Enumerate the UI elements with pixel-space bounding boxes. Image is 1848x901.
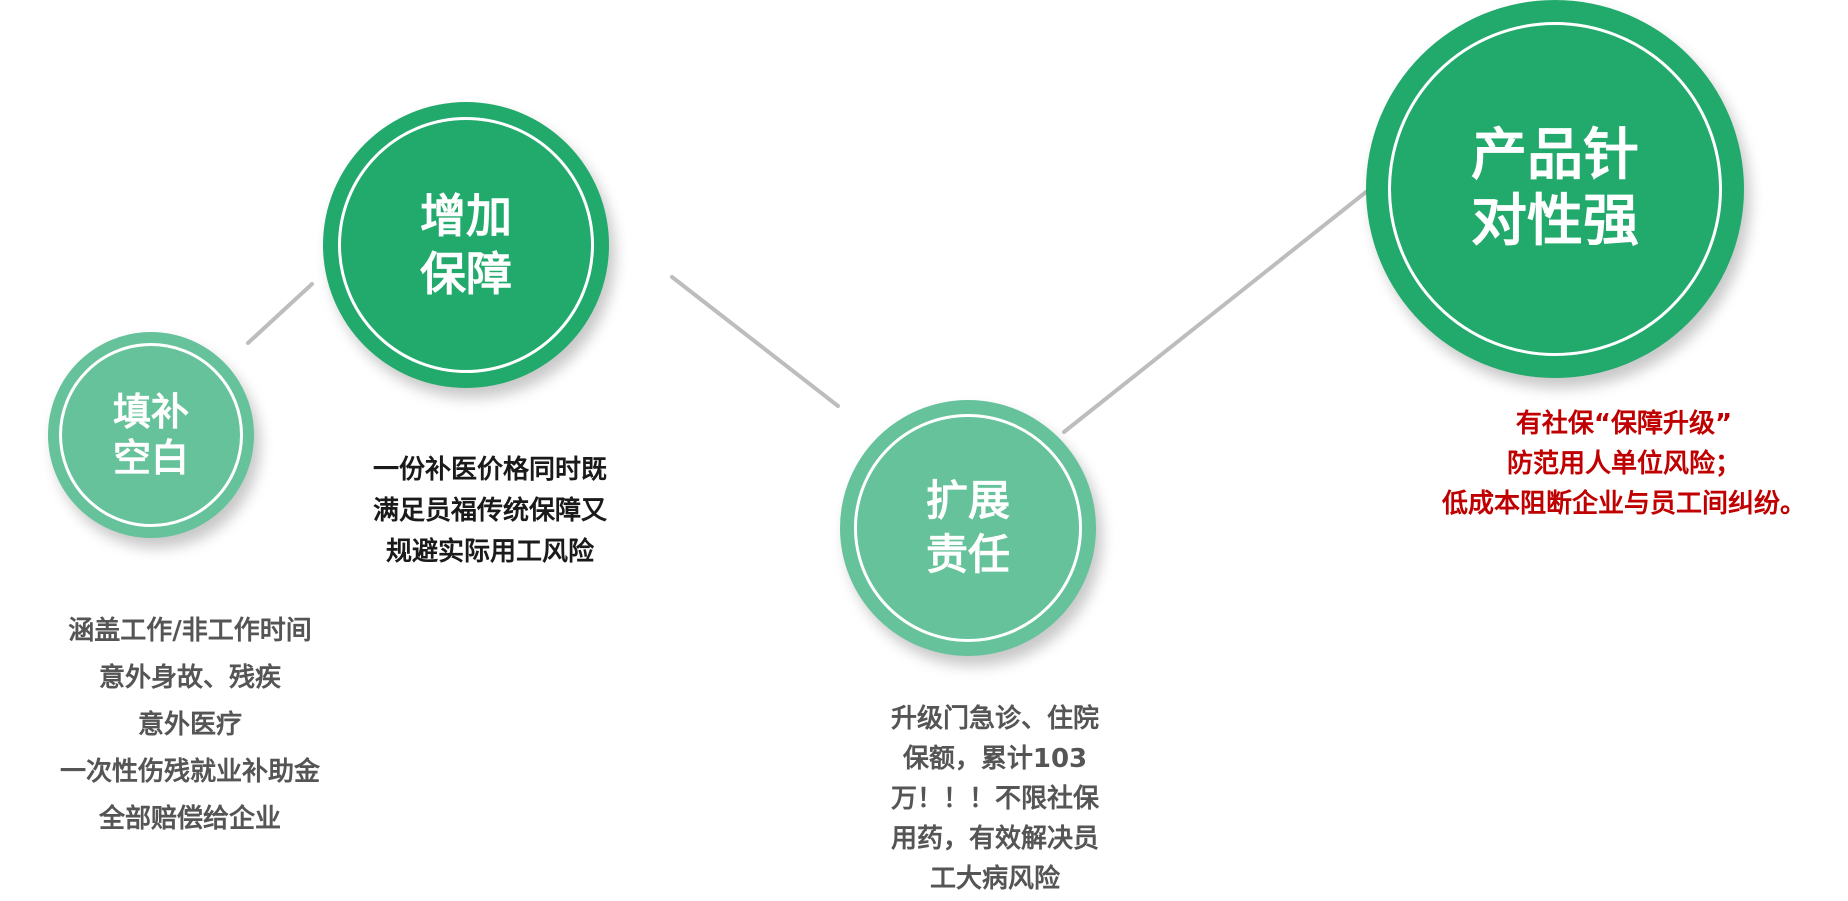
description-line: 一份补医价格同时既 xyxy=(372,455,607,485)
description-line: 意外身故、残疾 xyxy=(98,663,281,693)
node-label-targeted-product: 产品针对性强 xyxy=(1471,123,1639,254)
description-add-coverage: 一份补医价格同时既 满足员福传统保障又 规避实际用工风险 xyxy=(340,450,640,573)
node-ring: 扩展责任 xyxy=(854,414,1082,642)
connector-add-coverage-to-extend-liability xyxy=(670,275,840,408)
description-fill-gap: 涵盖工作/非工作时间 意外身故、残疾 意外医疗 一次性伤残就业补助金 全部赔偿给… xyxy=(40,608,340,843)
description-line: 意外医疗 xyxy=(137,710,242,740)
description-line: 升级门急诊、住院 xyxy=(890,704,1099,734)
connector-extend-liability-to-targeted-product xyxy=(1062,190,1368,434)
description-line: 保额，累计103 xyxy=(902,744,1088,774)
description-line: 万！！！不限社保 xyxy=(890,784,1099,814)
description-line: 低成本阻断企业与员工间纠纷。 xyxy=(1441,489,1806,519)
node-fill-gap: 填补空白 xyxy=(48,332,254,538)
description-line: 有社保“保障升级” xyxy=(1515,409,1733,439)
description-line: 满足员福传统保障又 xyxy=(372,496,607,526)
description-line: 涵盖工作/非工作时间 xyxy=(68,616,312,646)
description-line: 用药，有效解决员 xyxy=(890,824,1099,854)
description-targeted-product: 有社保“保障升级” 防范用人单位风险； 低成本阻断企业与员工间纠纷。 xyxy=(1400,404,1848,524)
description-line: 防范用人单位风险； xyxy=(1506,449,1741,479)
node-ring: 填补空白 xyxy=(59,343,243,527)
description-line: 一次性伤残就业补助金 xyxy=(59,757,320,787)
node-ring: 增加保障 xyxy=(338,117,594,373)
node-add-coverage: 增加保障 xyxy=(323,102,609,388)
node-ring: 产品针对性强 xyxy=(1388,22,1722,356)
node-label-extend-liability: 扩展责任 xyxy=(925,476,1010,579)
description-line: 规避实际用工风险 xyxy=(385,537,594,567)
node-targeted-product: 产品针对性强 xyxy=(1366,0,1744,378)
node-extend-liability: 扩展责任 xyxy=(840,400,1096,656)
node-label-add-coverage: 增加保障 xyxy=(420,189,512,301)
description-line: 工大病风险 xyxy=(929,864,1060,894)
description-line: 全部赔偿给企业 xyxy=(98,804,281,834)
node-label-fill-gap: 填补空白 xyxy=(112,390,189,480)
description-extend-liability: 升级门急诊、住院 保额，累计103 万！！！不限社保 用药，有效解决员 工大病风… xyxy=(860,699,1130,899)
connector-fill-gap-to-add-coverage xyxy=(246,282,314,345)
